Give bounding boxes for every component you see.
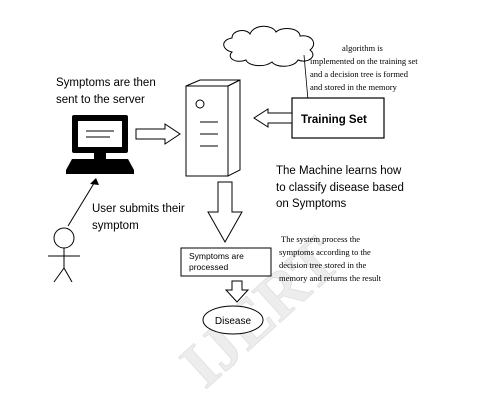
- training-to-server-arrow: [253, 108, 293, 128]
- system-process-line-1: The system process the: [281, 234, 360, 244]
- symptoms-processed-box: Symptoms are processed: [180, 247, 272, 277]
- disease-label: Disease: [215, 316, 252, 327]
- symptoms-processed-line-1: Symptoms are: [189, 251, 244, 261]
- machine-learns-line-1: The Machine learns how: [276, 165, 402, 177]
- training-set-box: Training Set: [291, 97, 385, 139]
- disease-node: Disease: [202, 305, 264, 335]
- symptoms-processed-line-2: processed: [189, 262, 228, 272]
- server-to-process-arrow: [207, 181, 243, 244]
- server-icon: [185, 79, 241, 177]
- user-submits-line-1: User submits their: [92, 203, 185, 215]
- process-to-disease-arrow: [224, 280, 250, 303]
- system-process-line-3: decision tree stored in the: [279, 260, 367, 270]
- machine-learns-line-3: on Symptoms: [276, 198, 347, 210]
- symptoms-sent-line-1: Symptoms are then: [56, 77, 156, 89]
- system-process-label: The system process the symptoms accordin…: [279, 234, 382, 283]
- user-to-computer-arrow: [67, 178, 99, 227]
- system-process-line-4: memory and returns the result: [279, 273, 382, 283]
- symptoms-sent-label: Symptoms are then sent to the server: [56, 77, 156, 106]
- user-submits-line-2: symptom: [92, 220, 139, 232]
- algorithm-note-line-1: algorithm is: [342, 43, 383, 53]
- note-connector: [303, 54, 309, 101]
- algorithm-note-line-3: and a decision tree is formed: [310, 69, 409, 79]
- training-set-label: Training Set: [301, 114, 367, 126]
- computer-to-server-arrow: [135, 123, 181, 145]
- cloud-icon: [223, 25, 315, 67]
- user-icon: [48, 227, 80, 283]
- system-process-line-2: symptoms according to the: [279, 247, 371, 257]
- computer-icon: [66, 115, 134, 174]
- machine-learns-label: The Machine learns how to classify disea…: [276, 165, 404, 210]
- algorithm-note: algorithm is implemented on the training…: [310, 43, 418, 92]
- algorithm-note-line-4: and stored in the memory: [310, 82, 398, 92]
- user-submits-label: User submits their symptom: [92, 203, 185, 232]
- machine-learns-line-2: to classify disease based: [276, 182, 404, 194]
- symptoms-sent-line-2: sent to the server: [56, 94, 145, 106]
- algorithm-note-line-2: implemented on the training set: [310, 56, 418, 66]
